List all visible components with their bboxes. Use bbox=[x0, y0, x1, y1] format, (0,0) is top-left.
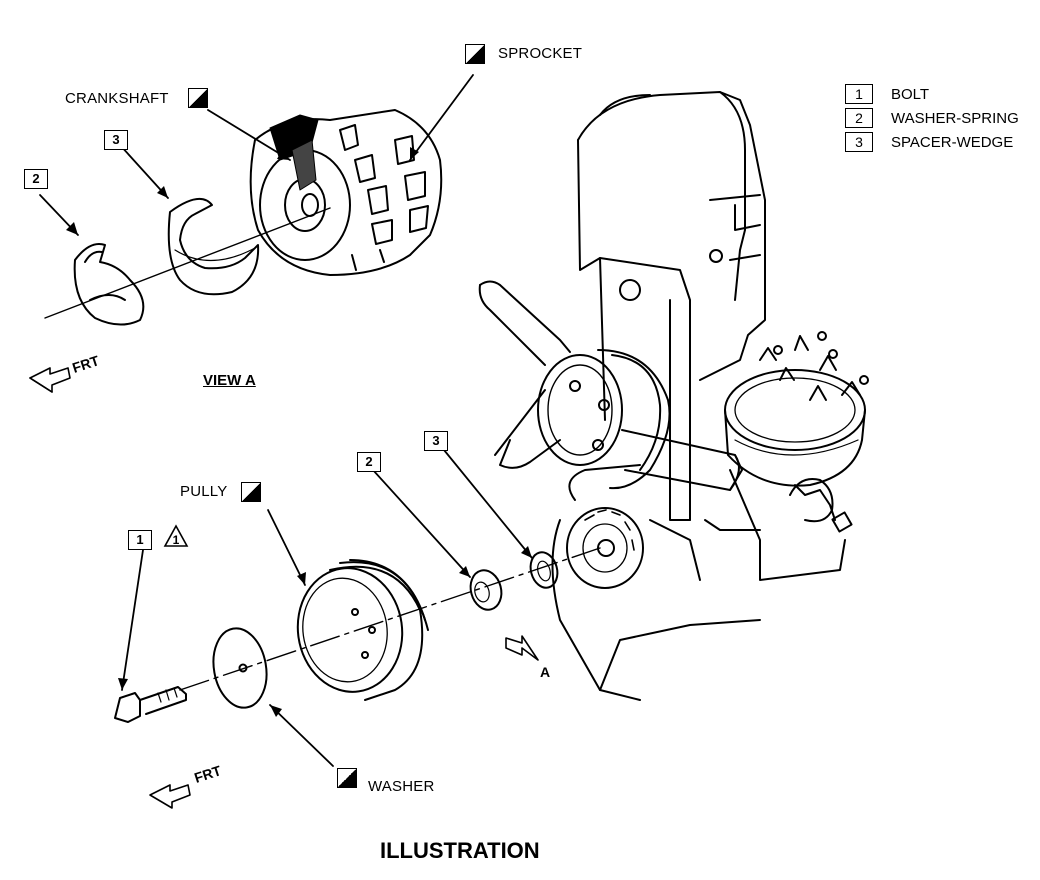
engine-block-drawing bbox=[478, 91, 869, 701]
special-tool-box-washer bbox=[337, 768, 357, 788]
crankshaft-label: CRANKSHAFT bbox=[65, 90, 169, 107]
legend-number: 2 bbox=[845, 108, 873, 128]
figure-caption: ILLUSTRATION bbox=[380, 838, 540, 863]
pully-label: PULLY bbox=[180, 483, 228, 500]
callout-bottom-3: 3 bbox=[424, 431, 448, 451]
legend-number: 3 bbox=[845, 132, 873, 152]
callout-bottom-1: 1 bbox=[128, 530, 152, 550]
washer-spring-part bbox=[73, 243, 145, 326]
svg-text:1: 1 bbox=[173, 533, 180, 547]
caution-triangle-icon: 1 bbox=[163, 524, 189, 547]
fan-blade bbox=[479, 280, 571, 353]
leader-arrowheads bbox=[66, 147, 532, 717]
sprocket-label: SPROCKET bbox=[498, 45, 583, 62]
callout-top-3: 3 bbox=[104, 130, 128, 150]
spacer-wedge-part bbox=[167, 197, 260, 296]
view-a-title: VIEW A bbox=[203, 372, 256, 389]
legend-item: 2 WASHER-SPRING bbox=[845, 106, 1019, 130]
crank-sprocket-part bbox=[249, 109, 443, 276]
leader-lines bbox=[39, 74, 533, 767]
legend-item: 3 SPACER-WEDGE bbox=[845, 130, 1019, 154]
legend-text: WASHER-SPRING bbox=[891, 109, 1019, 127]
callout-bottom-2: 2 bbox=[357, 452, 381, 472]
parts-legend: 1 BOLT 2 WASHER-SPRING 3 SPACER-WEDGE bbox=[845, 82, 1019, 154]
legend-number: 1 bbox=[845, 84, 873, 104]
legend-text: SPACER-WEDGE bbox=[891, 133, 1014, 151]
legend-item: 1 BOLT bbox=[845, 82, 1019, 106]
special-tool-box-sprocket bbox=[465, 44, 485, 64]
front-arrows bbox=[29, 367, 191, 809]
main-assembly-drawing bbox=[114, 547, 601, 723]
special-tool-box-crankshaft bbox=[188, 88, 208, 108]
legend-text: BOLT bbox=[891, 85, 930, 103]
washer-part bbox=[212, 627, 268, 709]
view-a-drawing bbox=[44, 109, 443, 326]
callout-top-2: 2 bbox=[24, 169, 48, 189]
distributor-cap bbox=[724, 369, 866, 451]
bolt-part bbox=[114, 686, 187, 723]
special-tool-box-pully bbox=[241, 482, 261, 502]
view-a-arrow bbox=[505, 635, 539, 661]
pulley-part bbox=[296, 559, 429, 701]
view-arrow-label: A bbox=[540, 664, 551, 680]
washer-label: WASHER bbox=[368, 778, 435, 795]
